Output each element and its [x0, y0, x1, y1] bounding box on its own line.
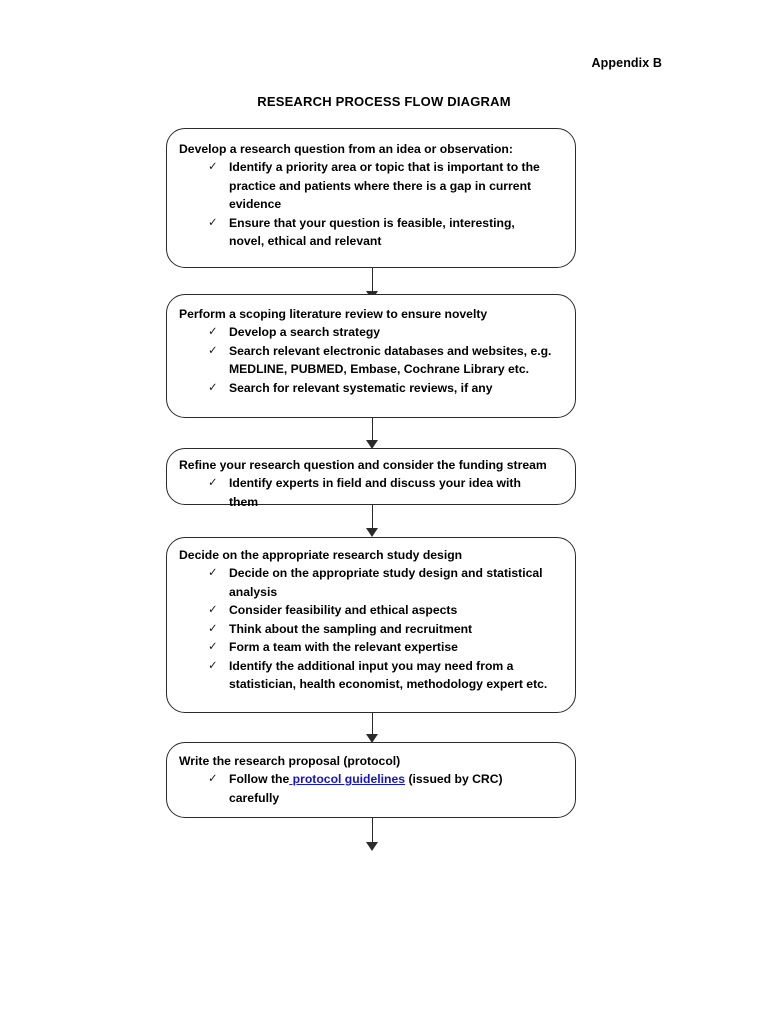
list-item-label: Search for relevant systematic reviews, … — [229, 380, 493, 395]
protocol-guidelines-link[interactable]: protocol guidelines — [289, 772, 406, 786]
flow-step-heading: Refine your research question and consid… — [179, 458, 547, 472]
list-item-label: Identify the additional input you may ne… — [229, 658, 548, 692]
connector-arrow-4 — [366, 713, 379, 745]
check-icon: ✓ — [208, 567, 218, 579]
flow-step-checklist: ✓ Decide on the appropriate study design… — [167, 564, 575, 694]
list-item-label: Decide on the appropriate study design a… — [229, 566, 543, 599]
list-item: ✓ Develop a search strategy — [167, 323, 575, 342]
list-item: ✓ Identify experts in field and discuss … — [167, 474, 575, 511]
list-item: ✓ Search relevant electronic databases a… — [167, 342, 575, 379]
list-item-label: Think about the sampling and recruitment — [229, 621, 473, 636]
check-icon: ✓ — [208, 641, 218, 653]
check-icon: ✓ — [208, 216, 218, 229]
list-item: ✓ Ensure that your question is feasible,… — [167, 214, 575, 251]
check-icon: ✓ — [208, 773, 218, 785]
flow-step-checklist: ✓ Follow the protocol guidelines (issued… — [167, 770, 575, 807]
list-item: ✓ Follow the protocol guidelines (issued… — [167, 770, 575, 807]
check-icon: ✓ — [208, 659, 218, 672]
list-item-label: Search relevant electronic databases and… — [229, 343, 552, 377]
check-icon: ✓ — [208, 326, 218, 338]
list-item-label: Form a team with the relevant expertise — [229, 640, 458, 654]
list-item: ✓ Identify a priority area or topic that… — [167, 158, 575, 214]
list-item: ✓ Think about the sampling and recruitme… — [167, 620, 575, 639]
list-item-label: Ensure that your question is feasible, i… — [229, 215, 515, 249]
check-icon: ✓ — [208, 161, 218, 173]
flow-step-refine-question-funding: Refine your research question and consid… — [166, 448, 576, 509]
page-title: RESEARCH PROCESS FLOW DIAGRAM — [257, 94, 511, 109]
connector-arrow-3 — [366, 505, 379, 539]
flow-step-checklist: ✓ Identify a priority area or topic that… — [167, 158, 575, 251]
flow-step-heading: Develop a research question from an idea… — [179, 142, 513, 156]
flow-step-heading: Decide on the appropriate research study… — [179, 548, 463, 562]
list-item: ✓ Decide on the appropriate study design… — [167, 564, 575, 601]
list-item: ✓ Form a team with the relevant expertis… — [167, 638, 575, 657]
flow-step-checklist: ✓ Identify experts in field and discuss … — [167, 474, 575, 511]
list-item-text-after: (issued by CRC) carefully — [229, 772, 503, 805]
flow-step-decide-study-design: Decide on the appropriate research study… — [166, 537, 576, 713]
check-icon: ✓ — [208, 344, 218, 357]
appendix-label: Appendix B — [591, 56, 662, 70]
list-item-label: Identify a priority area or topic that i… — [229, 160, 540, 211]
flow-step-heading: Perform a scoping literature review to e… — [179, 307, 488, 321]
list-item-label: Consider feasibility and ethical aspects — [229, 603, 458, 617]
flow-step-checklist: ✓ Develop a search strategy ✓ Search rel… — [167, 323, 575, 397]
list-item-label: Develop a search strategy — [229, 325, 381, 339]
flow-step-heading: Write the research proposal (protocol) — [179, 754, 401, 768]
flow-step-scoping-literature-review: Perform a scoping literature review to e… — [166, 294, 576, 418]
list-item: ✓ Consider feasibility and ethical aspec… — [167, 601, 575, 620]
list-item: ✓ Search for relevant systematic reviews… — [167, 379, 575, 398]
connector-arrow-2 — [366, 418, 379, 450]
check-icon: ✓ — [208, 622, 218, 635]
list-item-label: Identify experts in field and discuss yo… — [229, 476, 521, 509]
list-item: ✓ Identify the additional input you may … — [167, 657, 575, 694]
connector-arrow-5 — [366, 818, 379, 854]
check-icon: ✓ — [208, 477, 218, 489]
check-icon: ✓ — [208, 604, 218, 616]
check-icon: ✓ — [208, 381, 218, 394]
list-item-text-before: Follow the — [229, 772, 290, 786]
flow-step-write-research-proposal: Write the research proposal (protocol) ✓… — [166, 742, 576, 818]
flow-step-develop-research-question: Develop a research question from an idea… — [166, 128, 576, 268]
